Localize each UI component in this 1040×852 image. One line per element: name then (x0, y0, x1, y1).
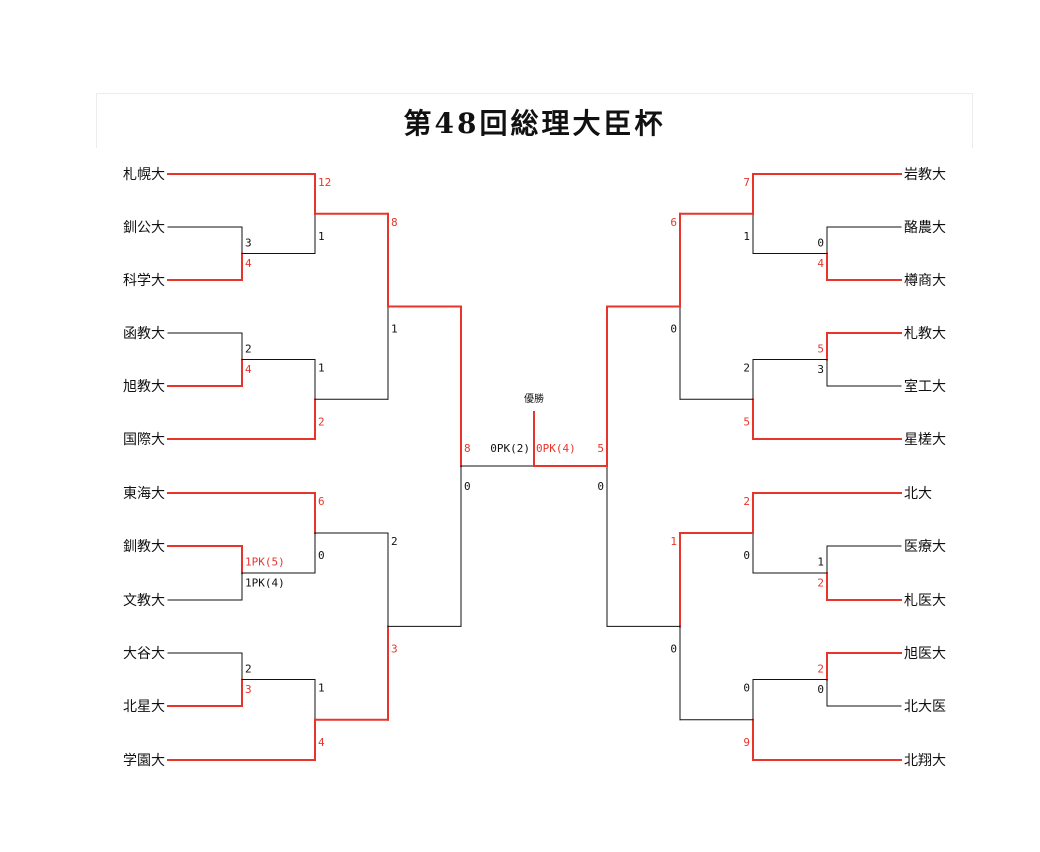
left-r2-score-bottom-3: 4 (318, 736, 325, 749)
left-team-9: 文教大 (123, 593, 165, 609)
right-r1-score-bottom-0: 4 (817, 257, 824, 270)
right-r2-score-top-1: 2 (743, 362, 750, 375)
right-sf-score-top: 5 (597, 442, 604, 455)
right-team-2: 酪農大 (904, 220, 946, 236)
right-team-5: 室工大 (904, 378, 946, 395)
left-team-5: 旭教大 (123, 379, 165, 395)
right-team-3: 樽商大 (904, 272, 946, 289)
right-team-8: 医療大 (904, 538, 946, 555)
bracket-labels: 札幌大釧公大科学大函教大旭教大国際大東海大釧教大文教大大谷大北星大学園大3412… (123, 167, 946, 769)
right-r1-score-bottom-1: 3 (817, 363, 824, 376)
right-r1-score-bottom-2: 2 (817, 577, 824, 590)
right-qf-score-top-0: 6 (670, 216, 677, 229)
left-sf-score-bottom: 0 (464, 480, 471, 493)
left-team-1: 札幌大 (123, 167, 165, 183)
left-team-4: 函教大 (123, 326, 165, 342)
left-team-6: 国際大 (123, 432, 165, 448)
champion-label: 優勝 (524, 392, 544, 405)
left-r1-score-top-3: 2 (245, 662, 252, 675)
left-team-3: 科学大 (123, 273, 165, 289)
left-r1-score-bottom-2: 1PK(4) (245, 577, 285, 590)
left-team-7: 東海大 (123, 486, 165, 502)
left-sf-score-top: 8 (464, 442, 471, 455)
left-team-8: 釧教大 (123, 539, 165, 555)
left-qf-score-top-0: 8 (391, 216, 398, 229)
right-team-1: 岩教大 (904, 167, 946, 183)
right-r2-score-bottom-2: 0 (743, 549, 750, 562)
left-qf-score-top-1: 2 (391, 535, 398, 548)
right-r2-score-bottom-3: 9 (743, 736, 750, 749)
final-score-right: 0PK(4) (536, 442, 576, 455)
left-r2-score-top-3: 1 (318, 682, 325, 695)
right-team-6: 星槎大 (904, 432, 946, 448)
left-team-12: 学園大 (123, 753, 165, 769)
right-team-12: 北翔大 (904, 753, 946, 769)
right-r1-score-top-3: 2 (817, 662, 824, 675)
page-title: 第48回総理大臣杯 (403, 107, 666, 140)
left-r1-score-bottom-1: 4 (245, 363, 252, 376)
left-qf-score-bottom-1: 3 (391, 642, 398, 655)
right-sf-score-bottom: 0 (597, 480, 604, 493)
right-qf-score-bottom-0: 0 (670, 323, 677, 336)
bracket-lines (167, 173, 902, 761)
left-r2-score-top-0: 12 (318, 176, 331, 189)
right-r2-score-bottom-0: 1 (743, 230, 750, 243)
left-r2-score-top-2: 6 (318, 495, 325, 508)
right-team-7: 北大 (904, 486, 932, 502)
right-r1-score-top-2: 1 (817, 556, 824, 569)
title-box: 第48回総理大臣杯 (96, 93, 973, 148)
left-team-10: 大谷大 (123, 646, 165, 662)
right-team-11: 北大医 (904, 699, 946, 715)
left-team-11: 北星大 (123, 699, 165, 715)
left-r2-score-bottom-1: 2 (318, 415, 325, 428)
left-r2-score-top-1: 1 (318, 362, 325, 375)
left-r1-score-bottom-3: 3 (245, 683, 252, 696)
left-r1-score-top-2: 1PK(5) (245, 556, 285, 569)
right-r1-score-top-0: 0 (817, 236, 824, 249)
right-team-9: 札医大 (904, 593, 946, 609)
left-r2-score-bottom-2: 0 (318, 549, 325, 562)
right-r2-score-bottom-1: 5 (743, 415, 750, 428)
left-r1-score-top-0: 3 (245, 236, 252, 249)
right-qf-score-top-1: 1 (670, 535, 677, 548)
left-r1-score-top-1: 2 (245, 342, 252, 355)
right-r2-score-top-2: 2 (743, 495, 750, 508)
right-r1-score-bottom-3: 0 (817, 683, 824, 696)
right-r2-score-top-0: 7 (743, 176, 750, 189)
right-r1-score-top-1: 5 (817, 342, 824, 355)
left-qf-score-bottom-0: 1 (391, 323, 398, 336)
final-score-left: 0PK(2) (490, 442, 530, 455)
left-r1-score-bottom-0: 4 (245, 257, 252, 270)
right-qf-score-bottom-1: 0 (670, 642, 677, 655)
left-team-2: 釧公大 (123, 220, 165, 236)
left-r2-score-bottom-0: 1 (318, 230, 325, 243)
right-team-4: 札教大 (904, 326, 946, 342)
right-team-10: 旭医大 (904, 646, 946, 662)
right-r2-score-top-3: 0 (743, 682, 750, 695)
